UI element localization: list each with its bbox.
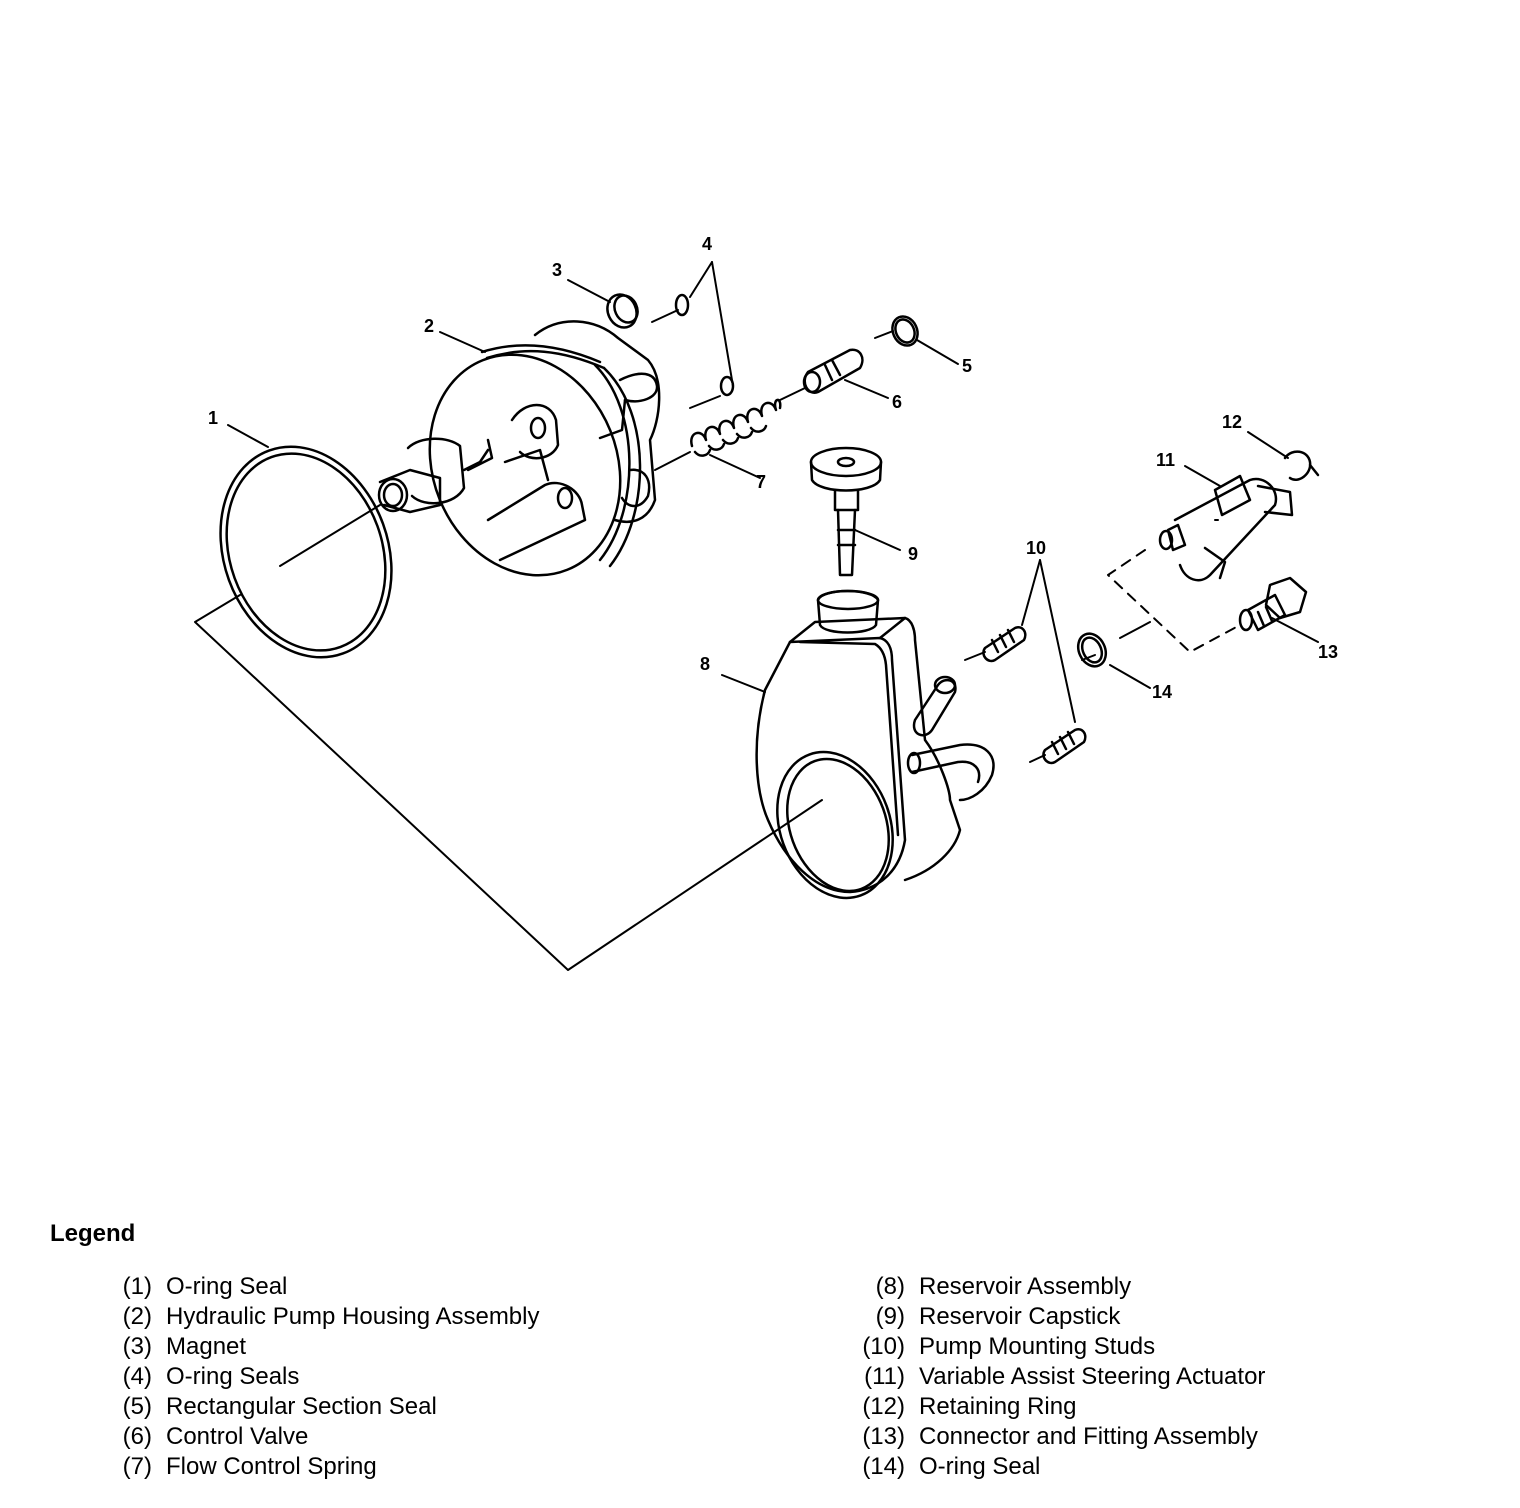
legend-title: Legend <box>50 1220 136 1247</box>
callout-8: 8 <box>700 654 710 674</box>
flow-control-spring-part <box>690 398 782 457</box>
legend-item: (1) O-ring Seal <box>110 1272 540 1302</box>
pump-housing-part <box>377 320 661 577</box>
legend-item-number: (4) <box>122 1363 152 1390</box>
legend-item-number: (12) <box>862 1393 905 1420</box>
callout-4: 4 <box>702 234 712 254</box>
legend-item-number: (1) <box>122 1273 152 1300</box>
connector-fitting-part <box>1238 576 1308 632</box>
callout-7: 7 <box>756 472 766 492</box>
legend-item-label: Reservoir Assembly <box>919 1273 1132 1300</box>
legend-item: (6) Control Valve <box>110 1422 540 1452</box>
legend-item: (10) Pump Mounting Studs <box>845 1332 1265 1362</box>
legend-item-number: (7) <box>122 1453 152 1480</box>
callout-3: 3 <box>552 260 562 280</box>
legend-right-column: (8) Reservoir Assembly (9) Reservoir Capst… <box>845 1272 1265 1482</box>
callout-13: 13 <box>1318 642 1338 662</box>
steering-actuator-part <box>1158 474 1294 582</box>
legend-item-label: Rectangular Section Seal <box>166 1393 437 1420</box>
legend-item-number: (6) <box>122 1423 152 1450</box>
legend-item-label: Reservoir Capstick <box>919 1303 1121 1330</box>
legend-item: (3) Magnet <box>110 1332 540 1362</box>
legend-item-number: (2) <box>122 1303 152 1330</box>
callout-6: 6 <box>892 392 902 412</box>
legend-item-number: (9) <box>875 1303 905 1330</box>
legend-item-label: O-ring Seal <box>166 1273 288 1300</box>
legend-item: (13) Connector and Fitting Assembly <box>845 1422 1265 1452</box>
legend-item: (8) Reservoir Assembly <box>845 1272 1265 1302</box>
callout-1: 1 <box>208 408 218 428</box>
callout-9: 9 <box>908 544 918 564</box>
o-ring-seals-part <box>674 293 735 397</box>
o-ring-seal-part <box>219 445 393 659</box>
legend-item-label: Variable Assist Steering Actuator <box>919 1363 1266 1390</box>
callout-numbers: 1 2 3 4 5 6 7 8 9 10 11 12 13 14 <box>208 234 1338 702</box>
legend-item-number: (3) <box>122 1333 152 1360</box>
callout-10: 10 <box>1026 538 1046 558</box>
legend-item: (12) Retaining Ring <box>845 1392 1265 1422</box>
legend-item: (7) Flow Control Spring <box>110 1452 540 1482</box>
callout-11: 11 <box>1156 450 1175 470</box>
reservoir-assembly-part <box>755 589 995 900</box>
legend-left-column: (1) O-ring Seal (2) Hydraulic Pump Housing… <box>110 1272 540 1482</box>
pump-mounting-studs-part <box>982 626 1087 765</box>
legend-item-label: Hydraulic Pump Housing Assembly <box>166 1303 540 1330</box>
callout-12: 12 <box>1222 412 1242 432</box>
legend-item: (5) Rectangular Section Seal <box>110 1392 540 1422</box>
legend-item: (9) Reservoir Capstick <box>845 1302 1265 1332</box>
legend-item-label: Magnet <box>166 1333 247 1360</box>
callout-2: 2 <box>424 316 434 336</box>
legend-item: (4) O-ring Seals <box>110 1362 540 1392</box>
callout-5: 5 <box>962 356 972 376</box>
legend-item-number: (11) <box>864 1363 905 1390</box>
rectangular-section-seal-part <box>891 315 919 347</box>
control-valve-part <box>802 348 864 394</box>
legend-item-number: (13) <box>862 1423 905 1450</box>
legend-item-label: Pump Mounting Studs <box>919 1333 1156 1360</box>
legend-item-label: O-ring Seals <box>166 1363 300 1390</box>
reservoir-capstick-part <box>809 446 883 577</box>
legend-item-number: (8) <box>875 1273 905 1300</box>
legend-item-label: Retaining Ring <box>919 1393 1077 1420</box>
legend-item: (11) Variable Assist Steering Actuator <box>845 1362 1265 1392</box>
legend-item-label: Flow Control Spring <box>166 1453 377 1480</box>
exploded-view-diagram: 1 2 3 4 5 6 7 8 9 10 11 12 13 14 <box>194 234 1338 971</box>
legend-item-label: O-ring Seal <box>919 1453 1041 1480</box>
legend-item-number: (10) <box>862 1333 905 1360</box>
magnet-part <box>606 293 639 329</box>
legend-item-label: Connector and Fitting Assembly <box>919 1423 1258 1450</box>
legend-item-label: Control Valve <box>166 1423 309 1450</box>
legend-item-number: (14) <box>862 1453 905 1480</box>
legend-item: (14) O-ring Seal <box>845 1452 1265 1482</box>
retaining-ring-part <box>1283 450 1320 481</box>
legend-item: (2) Hydraulic Pump Housing Assembly <box>110 1302 540 1332</box>
o-ring-seal-14-part <box>1076 632 1108 668</box>
legend-item-number: (5) <box>122 1393 152 1420</box>
callout-14: 14 <box>1152 682 1172 702</box>
leader-lines <box>194 261 1319 971</box>
